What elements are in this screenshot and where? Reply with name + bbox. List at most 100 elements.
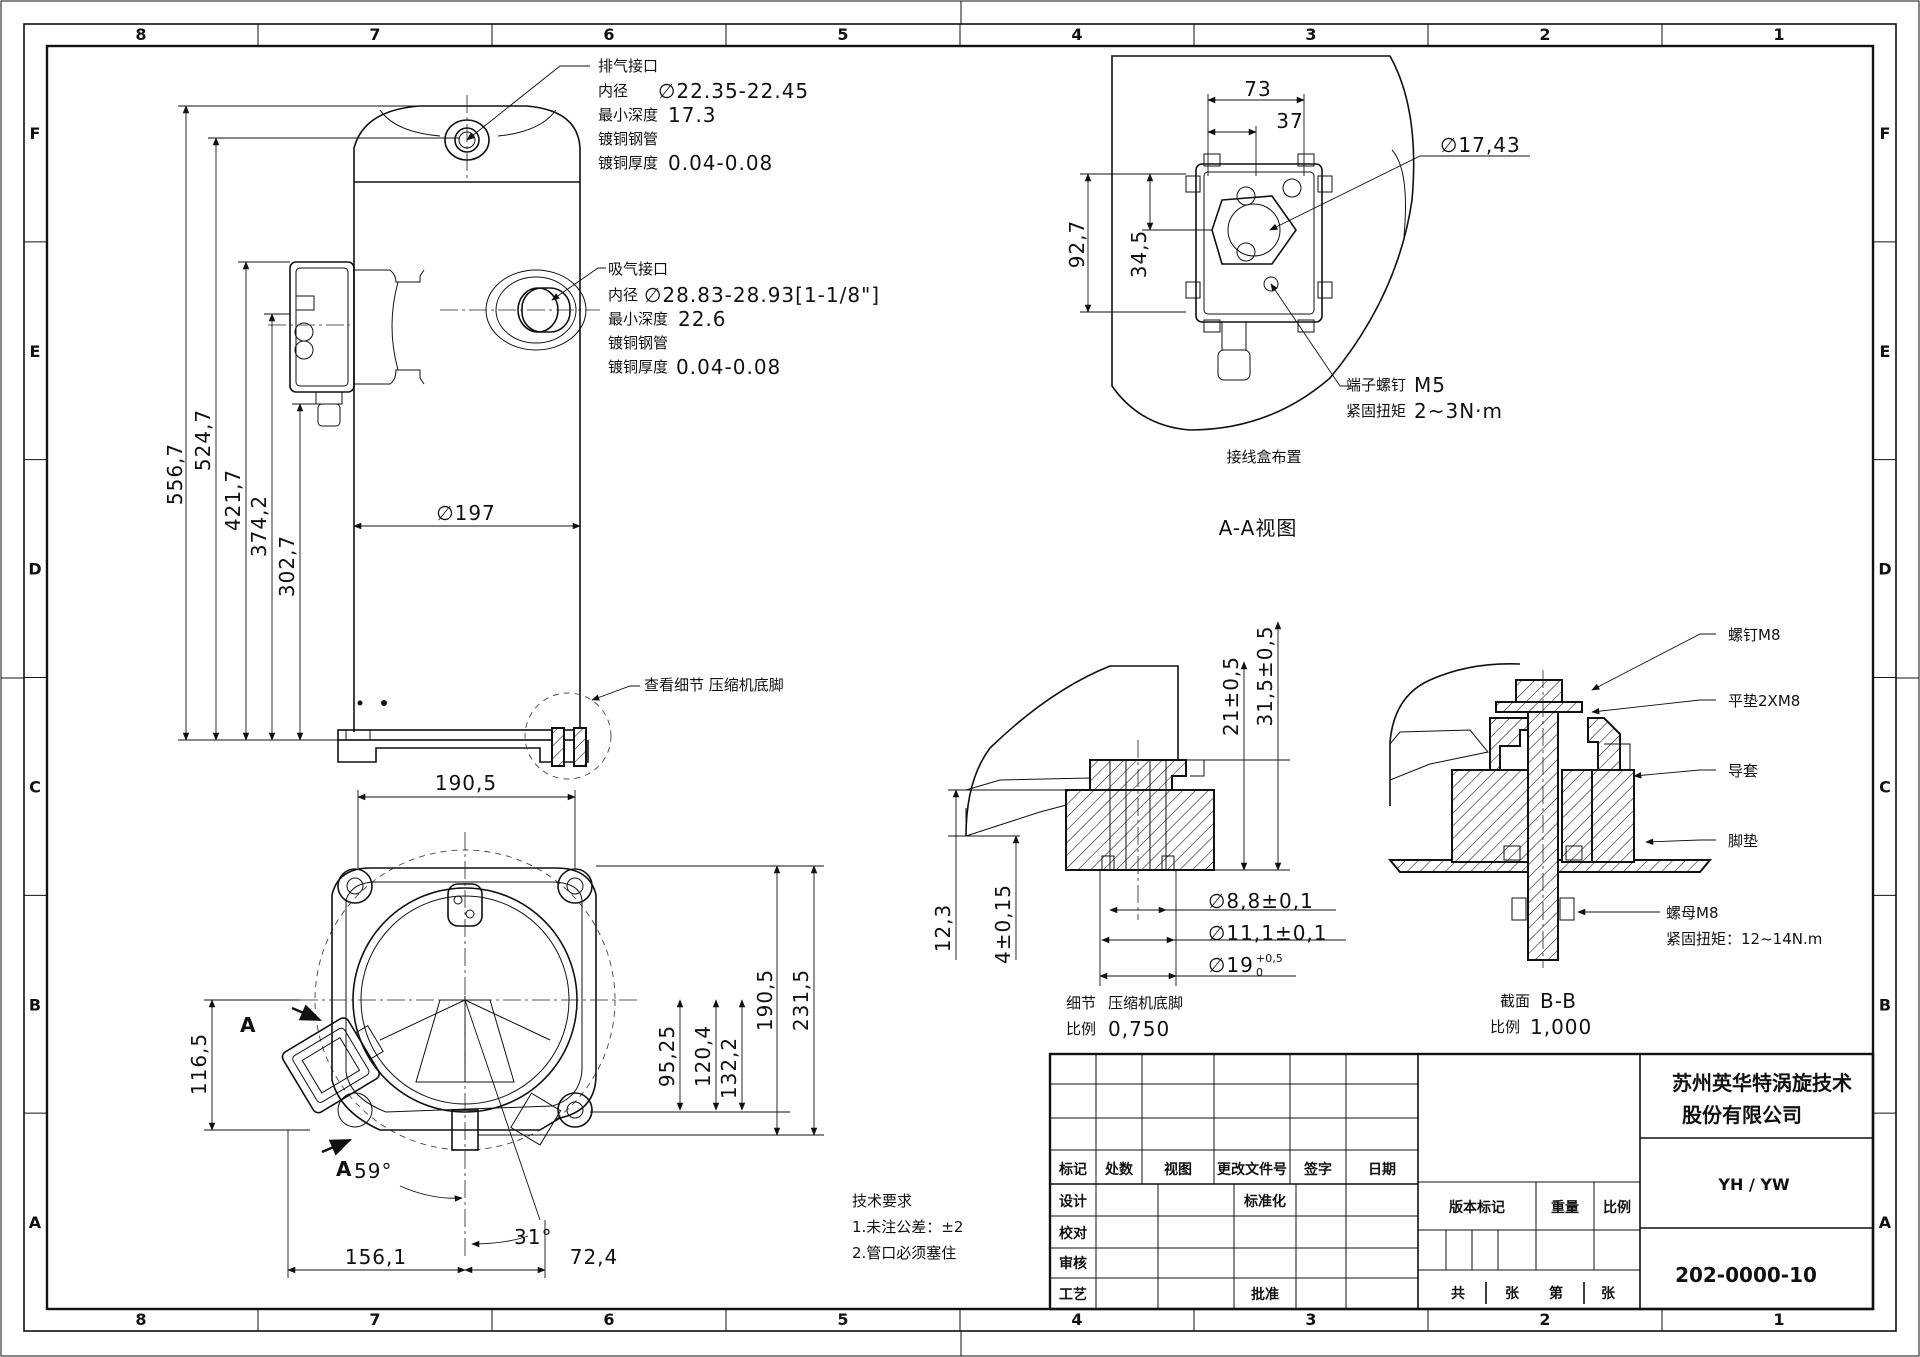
dim-box-92: 92,7 <box>1065 220 1089 269</box>
label-nut: 螺母M8 <box>1666 904 1719 922</box>
zone-col-label-top: 8 <box>135 25 146 44</box>
tech-req-item-2: 2.管口必须塞住 <box>852 1244 956 1262</box>
dim-top-width: 190,5 <box>435 771 497 795</box>
zone-col-label-bottom: 5 <box>837 1310 848 1329</box>
dim-foot-dia-8: ∅8,8±0,1 <box>1208 889 1314 913</box>
foot-detail <box>948 621 1346 986</box>
zone-row-label-left: D <box>28 560 41 579</box>
dim-height-524: 524,7 <box>191 409 215 471</box>
rev-header-mark: 标记 <box>1058 1161 1087 1178</box>
sign-row-process: 工艺 <box>1059 1286 1087 1303</box>
dim-box-dia: ∅17,43 <box>1440 133 1521 157</box>
sheet-nth-label: 第 <box>1549 1285 1563 1302</box>
dim-right-231: 231,5 <box>789 969 813 1031</box>
suction-thick-label: 镀铜厚度 <box>608 358 668 376</box>
discharge-depth-value: 17.3 <box>668 103 717 127</box>
dim-shell-diameter: ∅197 <box>436 501 496 525</box>
zone-row-label-right: B <box>1879 995 1891 1014</box>
section-mark-upper: A <box>240 1013 256 1037</box>
dim-foot-4: 4±0,15 <box>991 884 1015 964</box>
section-bb-labels: 螺钉M8 平垫2XM8 导套 脚垫 螺母M8 紧固扭矩：12~14N.m 截面 … <box>1490 626 1822 1039</box>
dim-box-34: 34,5 <box>1127 230 1151 279</box>
discharge-thick-label: 镀铜厚度 <box>598 154 658 172</box>
discharge-id-label: 内径 <box>598 82 628 100</box>
suction-thick-value: 0.04-0.08 <box>676 355 781 379</box>
dim-foot-31: 31,5±0,5 <box>1253 625 1277 726</box>
zone-row-label-right: C <box>1879 777 1891 796</box>
terminal-screw-value: M5 <box>1414 373 1446 397</box>
dim-height-556: 556,7 <box>163 443 187 505</box>
rev-header-count: 处数 <box>1104 1161 1134 1178</box>
rev-header-date: 日期 <box>1368 1162 1396 1178</box>
zone-row-label-right: E <box>1880 342 1891 361</box>
zone-row-label-right: F <box>1880 124 1891 143</box>
zone-col-label-bottom: 6 <box>603 1310 614 1329</box>
label-washer: 平垫2XM8 <box>1728 692 1800 710</box>
rev-header-view: 视图 <box>1164 1161 1192 1178</box>
zone-col-label-bottom: 1 <box>1773 1310 1784 1329</box>
dim-foot-dia-11: ∅11,1±0,1 <box>1208 921 1328 945</box>
rev-header-sign: 签字 <box>1303 1161 1332 1178</box>
top-view-labels: 190,5 190,5 231,5 95,25 120,4 132,2 116,… <box>187 771 813 1269</box>
zone-col-label-top: 3 <box>1305 25 1316 44</box>
dim-inner-120: 120,4 <box>691 1025 715 1087</box>
zone-col-label-bottom: 8 <box>135 1310 146 1329</box>
sign-row-design: 设计 <box>1059 1193 1087 1210</box>
suction-depth-value: 22.6 <box>678 307 727 331</box>
zone-col-label-top: 1 <box>1773 25 1784 44</box>
tech-requirements: 技术要求 1.未注公差：±2 2.管口必须塞住 <box>852 1192 963 1262</box>
zone-col-label-top: 7 <box>369 25 380 44</box>
foot-scale-value: 0,750 <box>1108 1017 1170 1041</box>
label-pad: 脚垫 <box>1728 832 1758 850</box>
dim-foot-dia-19-lower: 0 <box>1256 966 1263 979</box>
dim-bottom-156: 156,1 <box>345 1245 407 1269</box>
dim-foot-21: 21±0,5 <box>1219 656 1243 736</box>
foot-caption-value: 压缩机底脚 <box>1108 994 1183 1012</box>
zone-col-label-top: 5 <box>837 25 848 44</box>
foot-detail-labels: 21±0,5 31,5±0,5 12,3 4±0,15 ∅8,8±0,1 ∅11… <box>931 625 1328 1041</box>
side-view <box>178 65 640 780</box>
dim-bottom-72: 72,4 <box>570 1245 619 1269</box>
dim-height-302: 302,7 <box>275 535 299 597</box>
zone-row-label-left: B <box>29 995 41 1014</box>
label-torque: 紧固扭矩：12~14N.m <box>1666 930 1822 948</box>
version-mark-label: 版本标记 <box>1449 1199 1505 1216</box>
sheet-unit-2: 张 <box>1601 1286 1616 1302</box>
zone-col-label-bottom: 2 <box>1539 1310 1550 1329</box>
zone-row-label-left: A <box>29 1213 42 1232</box>
zone-col-label-top: 6 <box>603 25 614 44</box>
tech-req-item-1: 1.未注公差：±2 <box>852 1218 963 1236</box>
dim-box-73: 73 <box>1244 77 1271 101</box>
dim-right-190: 190,5 <box>753 969 777 1031</box>
title-block <box>1048 1052 1875 1311</box>
discharge-pipe-label: 镀铜钢管 <box>598 130 658 148</box>
zone-row-label-left: C <box>29 777 41 796</box>
foot-caption-label: 细节 <box>1066 994 1096 1012</box>
company-name-line1: 苏州英华特涡旋技术 <box>1672 1071 1852 1095</box>
terminal-box-labels: 73 37 ∅17,43 92,7 34,5 端子螺钉 M5 紧固扭矩 2~3N… <box>1065 77 1521 540</box>
section-scale-value: 1,000 <box>1530 1015 1592 1039</box>
dim-inner-95: 95,25 <box>655 1025 679 1087</box>
section-mark-lower: A <box>336 1157 352 1181</box>
company-name-line2: 股份有限公司 <box>1682 1103 1802 1127</box>
zone-col-label-bottom: 4 <box>1071 1310 1082 1329</box>
discharge-depth-label: 最小深度 <box>598 106 658 124</box>
foot-scale-label: 比例 <box>1066 1020 1096 1038</box>
suction-depth-label: 最小深度 <box>608 310 668 328</box>
section-bb <box>1387 633 1716 968</box>
zone-col-label-bottom: 7 <box>369 1310 380 1329</box>
detail-reference-note: 查看细节 压缩机底脚 <box>644 676 784 694</box>
sign-row-check: 校对 <box>1059 1225 1087 1242</box>
top-view <box>204 790 824 1278</box>
terminal-screw-label: 端子螺钉 <box>1346 376 1406 394</box>
zone-col-label-top: 4 <box>1071 25 1082 44</box>
section-caption-label: 截面 <box>1500 992 1530 1010</box>
sheet-unit-1: 张 <box>1505 1286 1520 1302</box>
terminal-torque-label: 紧固扭矩 <box>1346 402 1406 420</box>
sign-row-review: 审核 <box>1059 1255 1087 1272</box>
dim-left-116: 116,5 <box>187 1033 211 1095</box>
model-designation: YH / YW <box>1717 1175 1790 1194</box>
discharge-thick-value: 0.04-0.08 <box>668 151 773 175</box>
